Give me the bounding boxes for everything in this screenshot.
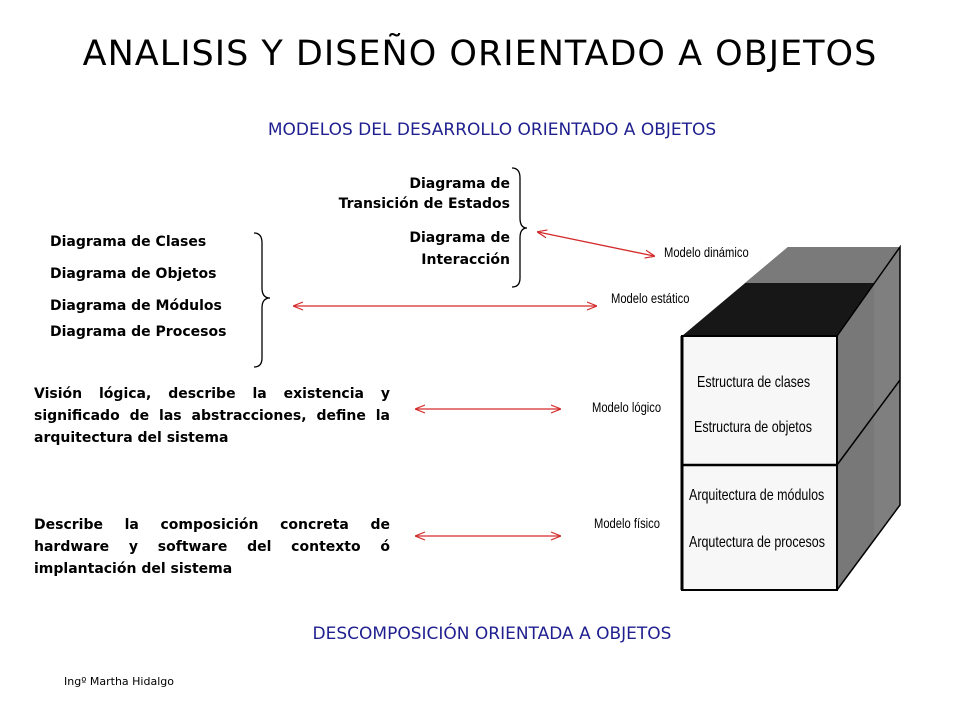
static-diagram-list: Diagrama de Clases Diagrama de Objetos D… <box>50 233 226 355</box>
logical-description: Visión lógica, describe la existencia y … <box>34 386 390 446</box>
list-item: Diagrama de Módulos <box>50 298 222 314</box>
list-item: Diagrama de Procesos <box>50 324 227 340</box>
label-dynamic-model: Modelo dinámico <box>664 244 749 260</box>
label-logical-model: Modelo lógico <box>592 399 662 415</box>
physical-description: Describe la composición concreta de hard… <box>34 517 390 577</box>
subtitle-models: MODELOS DEL DESARROLLO ORIENTADO A OBJET… <box>267 120 717 140</box>
label-process-architecture: Arqutectura de procesos <box>689 534 825 551</box>
brace-static <box>253 232 271 368</box>
label-physical-model: Modelo físico <box>594 515 660 531</box>
label-object-structure: Estructura de objetos <box>694 419 812 436</box>
list-item: Diagrama de Objetos <box>50 266 217 282</box>
label-module-architecture: Arquitectura de módulos <box>689 487 825 504</box>
page-title: ANALISIS Y DISEÑO ORIENTADO A OBJETOS <box>82 34 878 74</box>
brace-dynamic <box>511 167 528 288</box>
label-class-structure: Estructura de clases <box>697 374 811 391</box>
arrow-dynamic <box>538 232 654 256</box>
subtitle-decomposition: DESCOMPOSICIÓN ORIENTADA A OBJETOS <box>312 624 672 644</box>
dynamic-diagram-state-transition: Diagrama de Transición de Estados <box>338 176 510 212</box>
footer-author: Ingº Martha Hidalgo <box>64 675 174 688</box>
model-cube <box>680 244 901 591</box>
list-item: Diagrama de Clases <box>50 234 207 250</box>
dynamic-diagram-interaction: Diagrama de Interacción <box>409 230 510 268</box>
label-static-model: Modelo estático <box>611 290 690 306</box>
